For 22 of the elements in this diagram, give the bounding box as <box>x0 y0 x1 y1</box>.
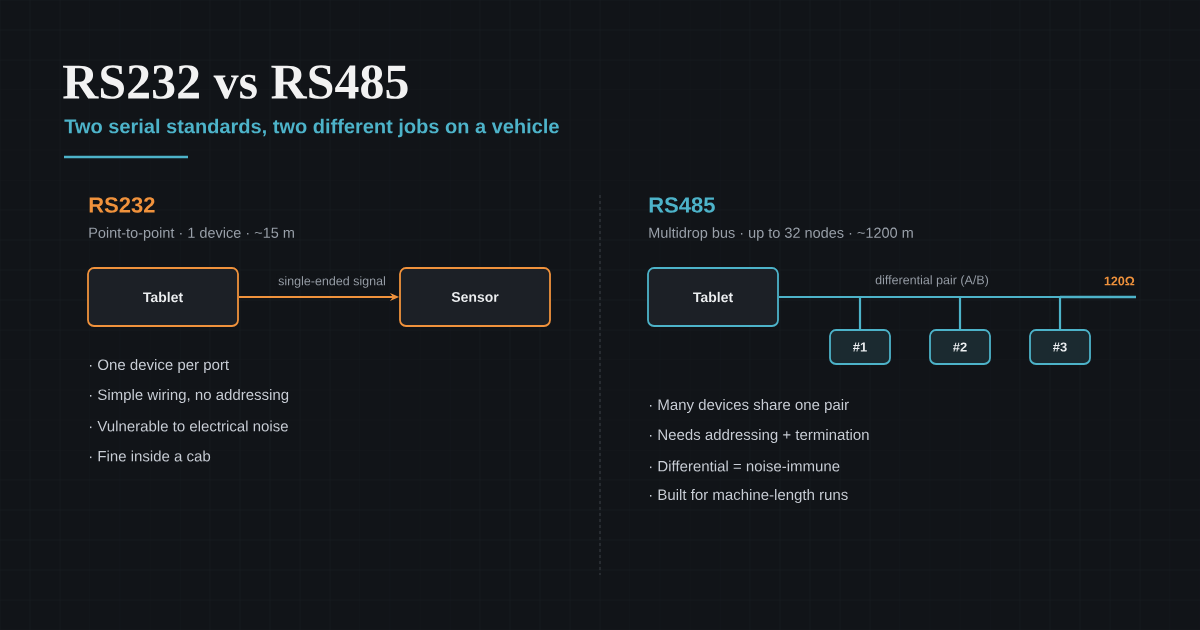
spec-line: Point-to-point · 1 device · ~15 m <box>89 227 294 241</box>
bullet-item: · Fine inside a cab <box>90 450 211 462</box>
bullet-item: · Many devices share one pair <box>650 399 849 413</box>
section-heading: RS232 <box>89 197 155 213</box>
node-box: #3 <box>1029 329 1091 365</box>
process-box: Sensor <box>399 267 551 327</box>
bullet-item: · Needs addressing + termination <box>650 429 869 443</box>
connector <box>778 295 1062 330</box>
node-box: #2 <box>929 329 991 365</box>
process-box: Tablet <box>87 267 239 327</box>
terminator-label: 120Ω <box>1104 276 1135 286</box>
bullet-item: · Simple wiring, no addressing <box>90 389 289 403</box>
title: RS232 vs RS485 <box>63 65 408 99</box>
node-box: #1 <box>829 329 891 365</box>
bullet-item: · Vulnerable to electrical noise <box>90 420 288 432</box>
bullet-item: · One device per port <box>90 359 229 373</box>
spec-line: Multidrop bus · up to 32 nodes · ~1200 m <box>649 227 913 241</box>
section-heading: RS485 <box>649 197 715 213</box>
subtitle: Two serial standards, two different jobs on a vehicle <box>64 118 559 138</box>
bullet-item: · Built for machine-length runs <box>650 489 848 503</box>
bullet-item: · Differential = noise-immune <box>650 460 840 472</box>
process-box: Tablet <box>647 267 779 327</box>
